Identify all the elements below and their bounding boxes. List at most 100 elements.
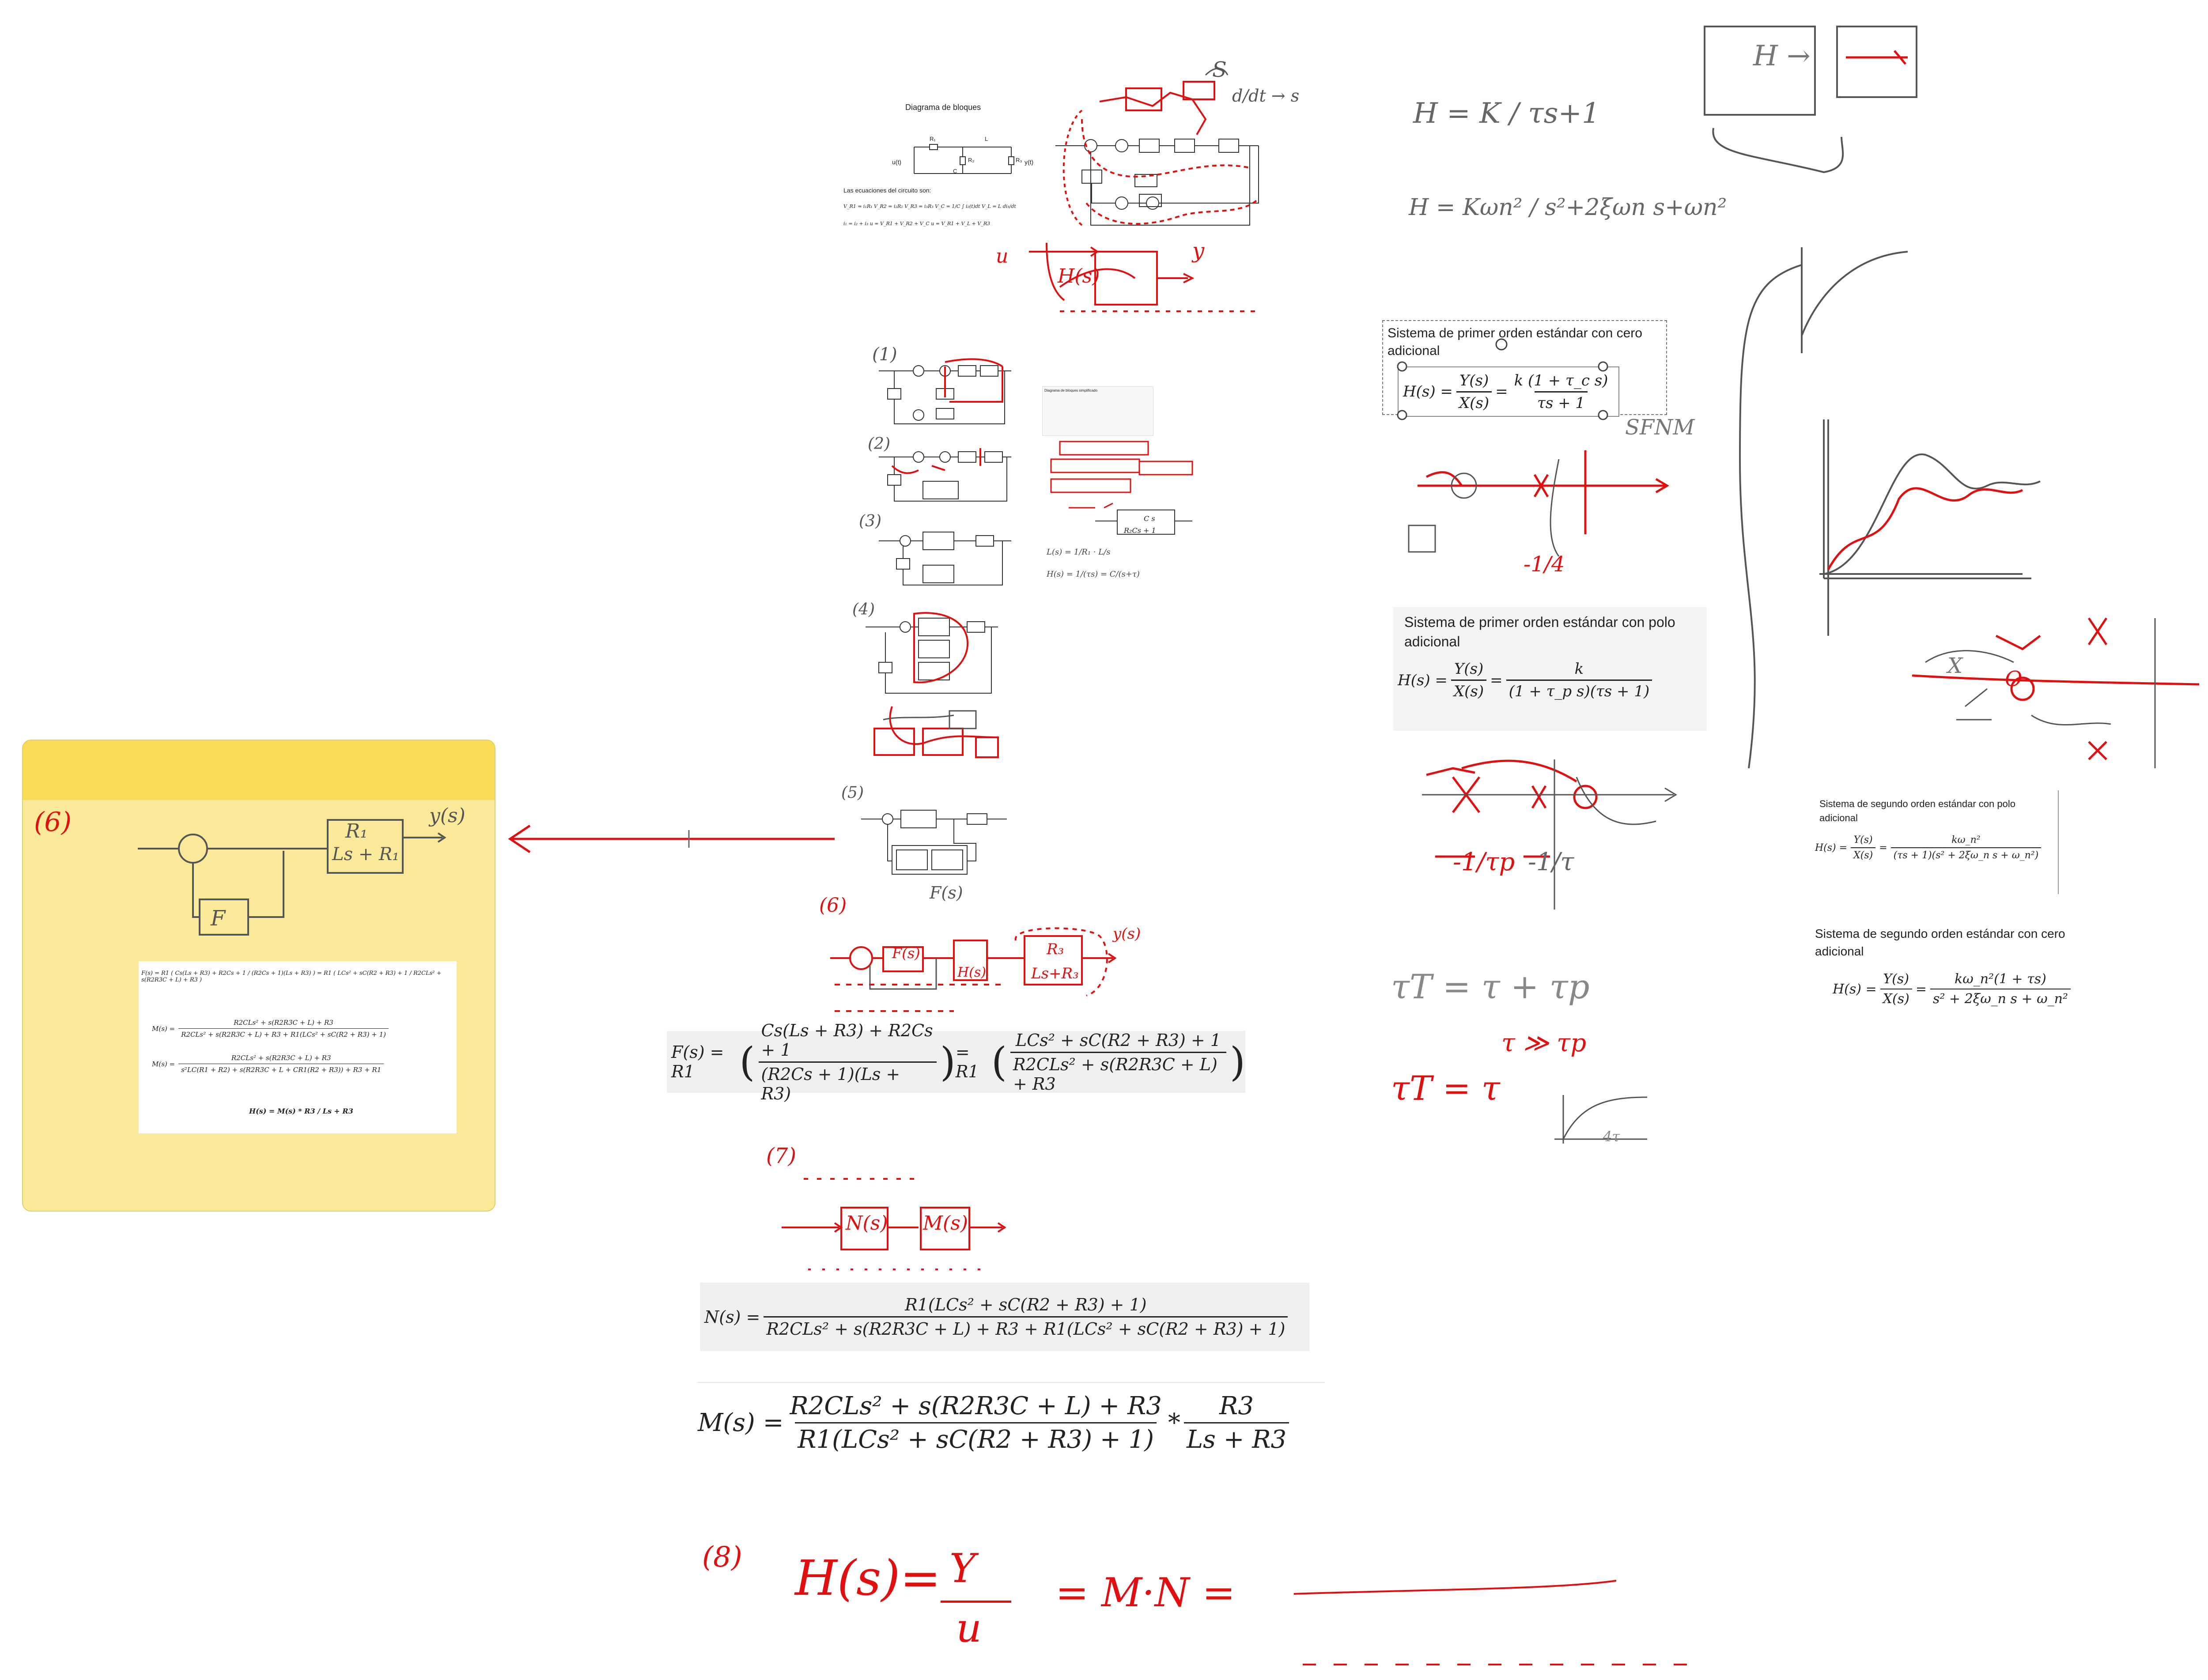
handwriting-u: u (996, 245, 1009, 268)
circuit-label-y: y(t) (1025, 159, 1034, 166)
card-1-title: Sistema de primer orden estándar con cer… (1388, 326, 1642, 358)
step-5-diagram (861, 810, 1007, 875)
handwriting-neg-one-tau: -1/τ (1528, 848, 1574, 876)
step-8-lhs: H(s)= (795, 1550, 941, 1606)
card-first-order-zero[interactable]: Sistema de primer orden estándar con cer… (1382, 320, 1667, 415)
card-first-order-pole[interactable]: Sistema de primer orden estándar con pol… (1393, 607, 1707, 731)
equation-F-num2: LCs² + sC(R2 + R3) + 1 (1015, 1030, 1221, 1050)
circuit-label-u: u(t) (892, 159, 901, 166)
card-3-formula: H(s) = Y(s)X(s) = kω_n²(τs + 1)(s² + 2ξω… (1815, 834, 2045, 861)
card-2-num-b: k (1574, 660, 1584, 678)
thumbnail-ct-label: C s (1144, 514, 1155, 523)
handwriting-tau-ss: τ ≫ τp (1501, 1029, 1587, 1057)
step-8-rhs: = M·N = (1055, 1570, 1236, 1616)
pole-zero-sketch-1 (1408, 450, 1669, 557)
card-2-den-a: X(s) (1451, 680, 1487, 700)
step-6-hs: H(s) (957, 965, 986, 980)
handwriting-tau-t2: τT = τ (1391, 1068, 1500, 1108)
equation-N-num: R1(LCs² + sC(R2 + R3) + 1) (905, 1295, 1147, 1314)
thumbnail-ink (1050, 441, 1193, 535)
card-3-den-b: (τs + 1)(s² + 2ξω_n s + ω_n²) (1890, 847, 2042, 861)
top-block-diagram (1029, 68, 1259, 312)
equation-M-lhs: M(s) = (698, 1408, 784, 1437)
sticky-y: y(s) (429, 804, 465, 827)
step-3-diagram (879, 532, 1011, 585)
sticky-note[interactable]: (6) F R₁ Ls + R₁ y(s) F(s) = R1 ( Cs(Ls … (22, 740, 495, 1212)
card-2-den-b: (1 + τ_p s)(τs + 1) (1506, 680, 1652, 700)
handwriting-o: O (2005, 667, 2023, 691)
sticky-note-header[interactable] (23, 740, 495, 800)
sticky-eq-M1-num: R2CLs² + s(R2R3C + L) + R3 (234, 1019, 333, 1027)
card-second-order-pole[interactable]: Sistema de segundo orden estándar con po… (1811, 790, 2059, 894)
sticky-diagram (138, 819, 446, 936)
step-8-label: (8) (702, 1541, 742, 1574)
step-7-label: (7) (766, 1144, 796, 1168)
handwriting-hs-box: H(s) (1058, 265, 1100, 287)
handwriting-sfnm: SFNM (1625, 415, 1695, 440)
step-8-U: u (956, 1605, 982, 1651)
equation-F-mid: = R1 (955, 1042, 979, 1081)
handwriting-s: S (1212, 57, 1227, 82)
circuit-title: Diagrama de bloques (905, 103, 981, 112)
circuit-label-r2: R₂ (968, 157, 975, 163)
card-4-formula: H(s) = Y(s)X(s) = kω_n²(1 + τs)s² + 2ξω_… (1833, 971, 2074, 1007)
step-1-diagram (879, 358, 1011, 424)
pole-zero-sketch-3 (1912, 617, 2200, 768)
step-7-diagram (782, 1178, 1006, 1270)
h-box-sketch (1704, 26, 1917, 174)
equation-M-num: R2CLs² + s(R2R3C + L) + R3 (790, 1391, 1162, 1420)
sticky-eq-M2-lhs: M(s) = (152, 1060, 175, 1068)
sticky-step-label: (6) (34, 807, 72, 838)
step-2-diagram (879, 448, 1011, 502)
thumbnail-title: Diagrama de bloques simplificado (1044, 389, 1098, 393)
card-3-num-a: Y(s) (1853, 834, 1873, 846)
equation-F: F(s) = R1 ( Cs(Ls + R3) + R2Cs + 1(R2Cs … (667, 1021, 1245, 1103)
sticky-eq-M1-den: R2CLs² + s(R2R3C + L) + R3 + R1(LCs² + s… (178, 1028, 389, 1038)
pole-zero-sketch-2 (1422, 759, 1677, 910)
handwriting-derivative: d/dt → s (1232, 86, 1300, 106)
handwriting-h-arrow: H → (1753, 40, 1811, 72)
equation-M-mul: * (1168, 1408, 1180, 1437)
step-response-sketch-small (1554, 1095, 1648, 1144)
step-6-fs: F(s) (892, 945, 920, 962)
sticky-f-block: F (211, 906, 226, 931)
sticky-eq-M2-den: s²LC(R1 + R2) + s(R2R3C + L + CR1(R2 + R… (178, 1064, 384, 1074)
card-1-lhs: H(s) = (1403, 383, 1453, 400)
card-2-num-a: Y(s) (1454, 660, 1484, 678)
sticky-eq-M1-lhs: M(s) = (152, 1024, 175, 1033)
equation-N-den: R2CLs² + s(R2R3C + L) + R3 + R1(LCs² + s… (764, 1316, 1288, 1339)
step-3-label: (3) (859, 512, 881, 530)
step-8-fraction-line (941, 1601, 1011, 1603)
handwriting-neg-quarter: -1/4 (1524, 552, 1565, 577)
card-3-title: Sistema de segundo orden estándar con po… (1819, 798, 2015, 823)
equation-F-den1: (R2Cs + 1)(Ls + R3) (758, 1061, 937, 1103)
handwriting-four-tau: 4τ (1603, 1128, 1620, 1145)
thumbnail-lhs: L(s) = 1/R₁ · L/s (1047, 547, 1111, 557)
step-4-label: (4) (852, 600, 875, 619)
step-6-r3: R₃ (1047, 940, 1064, 958)
card-4-title: Sistema de segundo orden estándar con ce… (1815, 927, 2065, 958)
handwriting-h-second: H = Kωn² / s²+2ξωn s+ωn² (1409, 194, 1727, 221)
handwriting-h-first: H = K / τs+1 (1413, 97, 1600, 130)
card-second-order-zero[interactable]: Sistema de segundo orden estándar con ce… (1806, 918, 2115, 1029)
card-1-den-a: X(s) (1456, 391, 1492, 412)
step-1-label: (1) (872, 344, 897, 365)
step-response-sketch-large (1823, 419, 2041, 579)
step-8-blank-lines (1293, 1580, 1687, 1665)
sticky-eq-M2-num: R2CLs² + s(R2R3C + L) + R3 (231, 1054, 331, 1062)
sticky-eq-card: F(s) = R1 ( Cs(Ls + R3) + R2Cs + 1 / (R2… (139, 961, 457, 1133)
circuit-image: Diagrama de bloques u(t) y(t) R₁ L R₂ R₃… (839, 95, 1086, 241)
card-1-formula[interactable]: H(s) = Y(s)X(s) = k (1 + τ_c s)τs + 1 (1398, 366, 1620, 417)
thumbnail-ct-den: R₂Cs + 1 (1124, 526, 1156, 535)
step-6-label: (6) (819, 894, 847, 917)
equation-F-num1: Cs(Ls + R3) + R2Cs + 1 (761, 1020, 933, 1060)
handwriting-tau-t: τT = τ + τp (1391, 967, 1590, 1006)
card-1-handles[interactable] (1391, 338, 1612, 420)
arrow-to-sticky (508, 824, 835, 853)
circuit-label-l: L (985, 136, 988, 142)
step-5-fs-label: F(s) (930, 883, 963, 902)
card-1-num-b: k (1 + τ_c s) (1514, 371, 1608, 389)
equation-M-den2: Ls + R3 (1183, 1422, 1289, 1454)
equation-F-den2: R2CLs² + s(R2R3C + L) + R3 (1010, 1051, 1226, 1094)
step-7-ns: N(s) (846, 1212, 888, 1235)
